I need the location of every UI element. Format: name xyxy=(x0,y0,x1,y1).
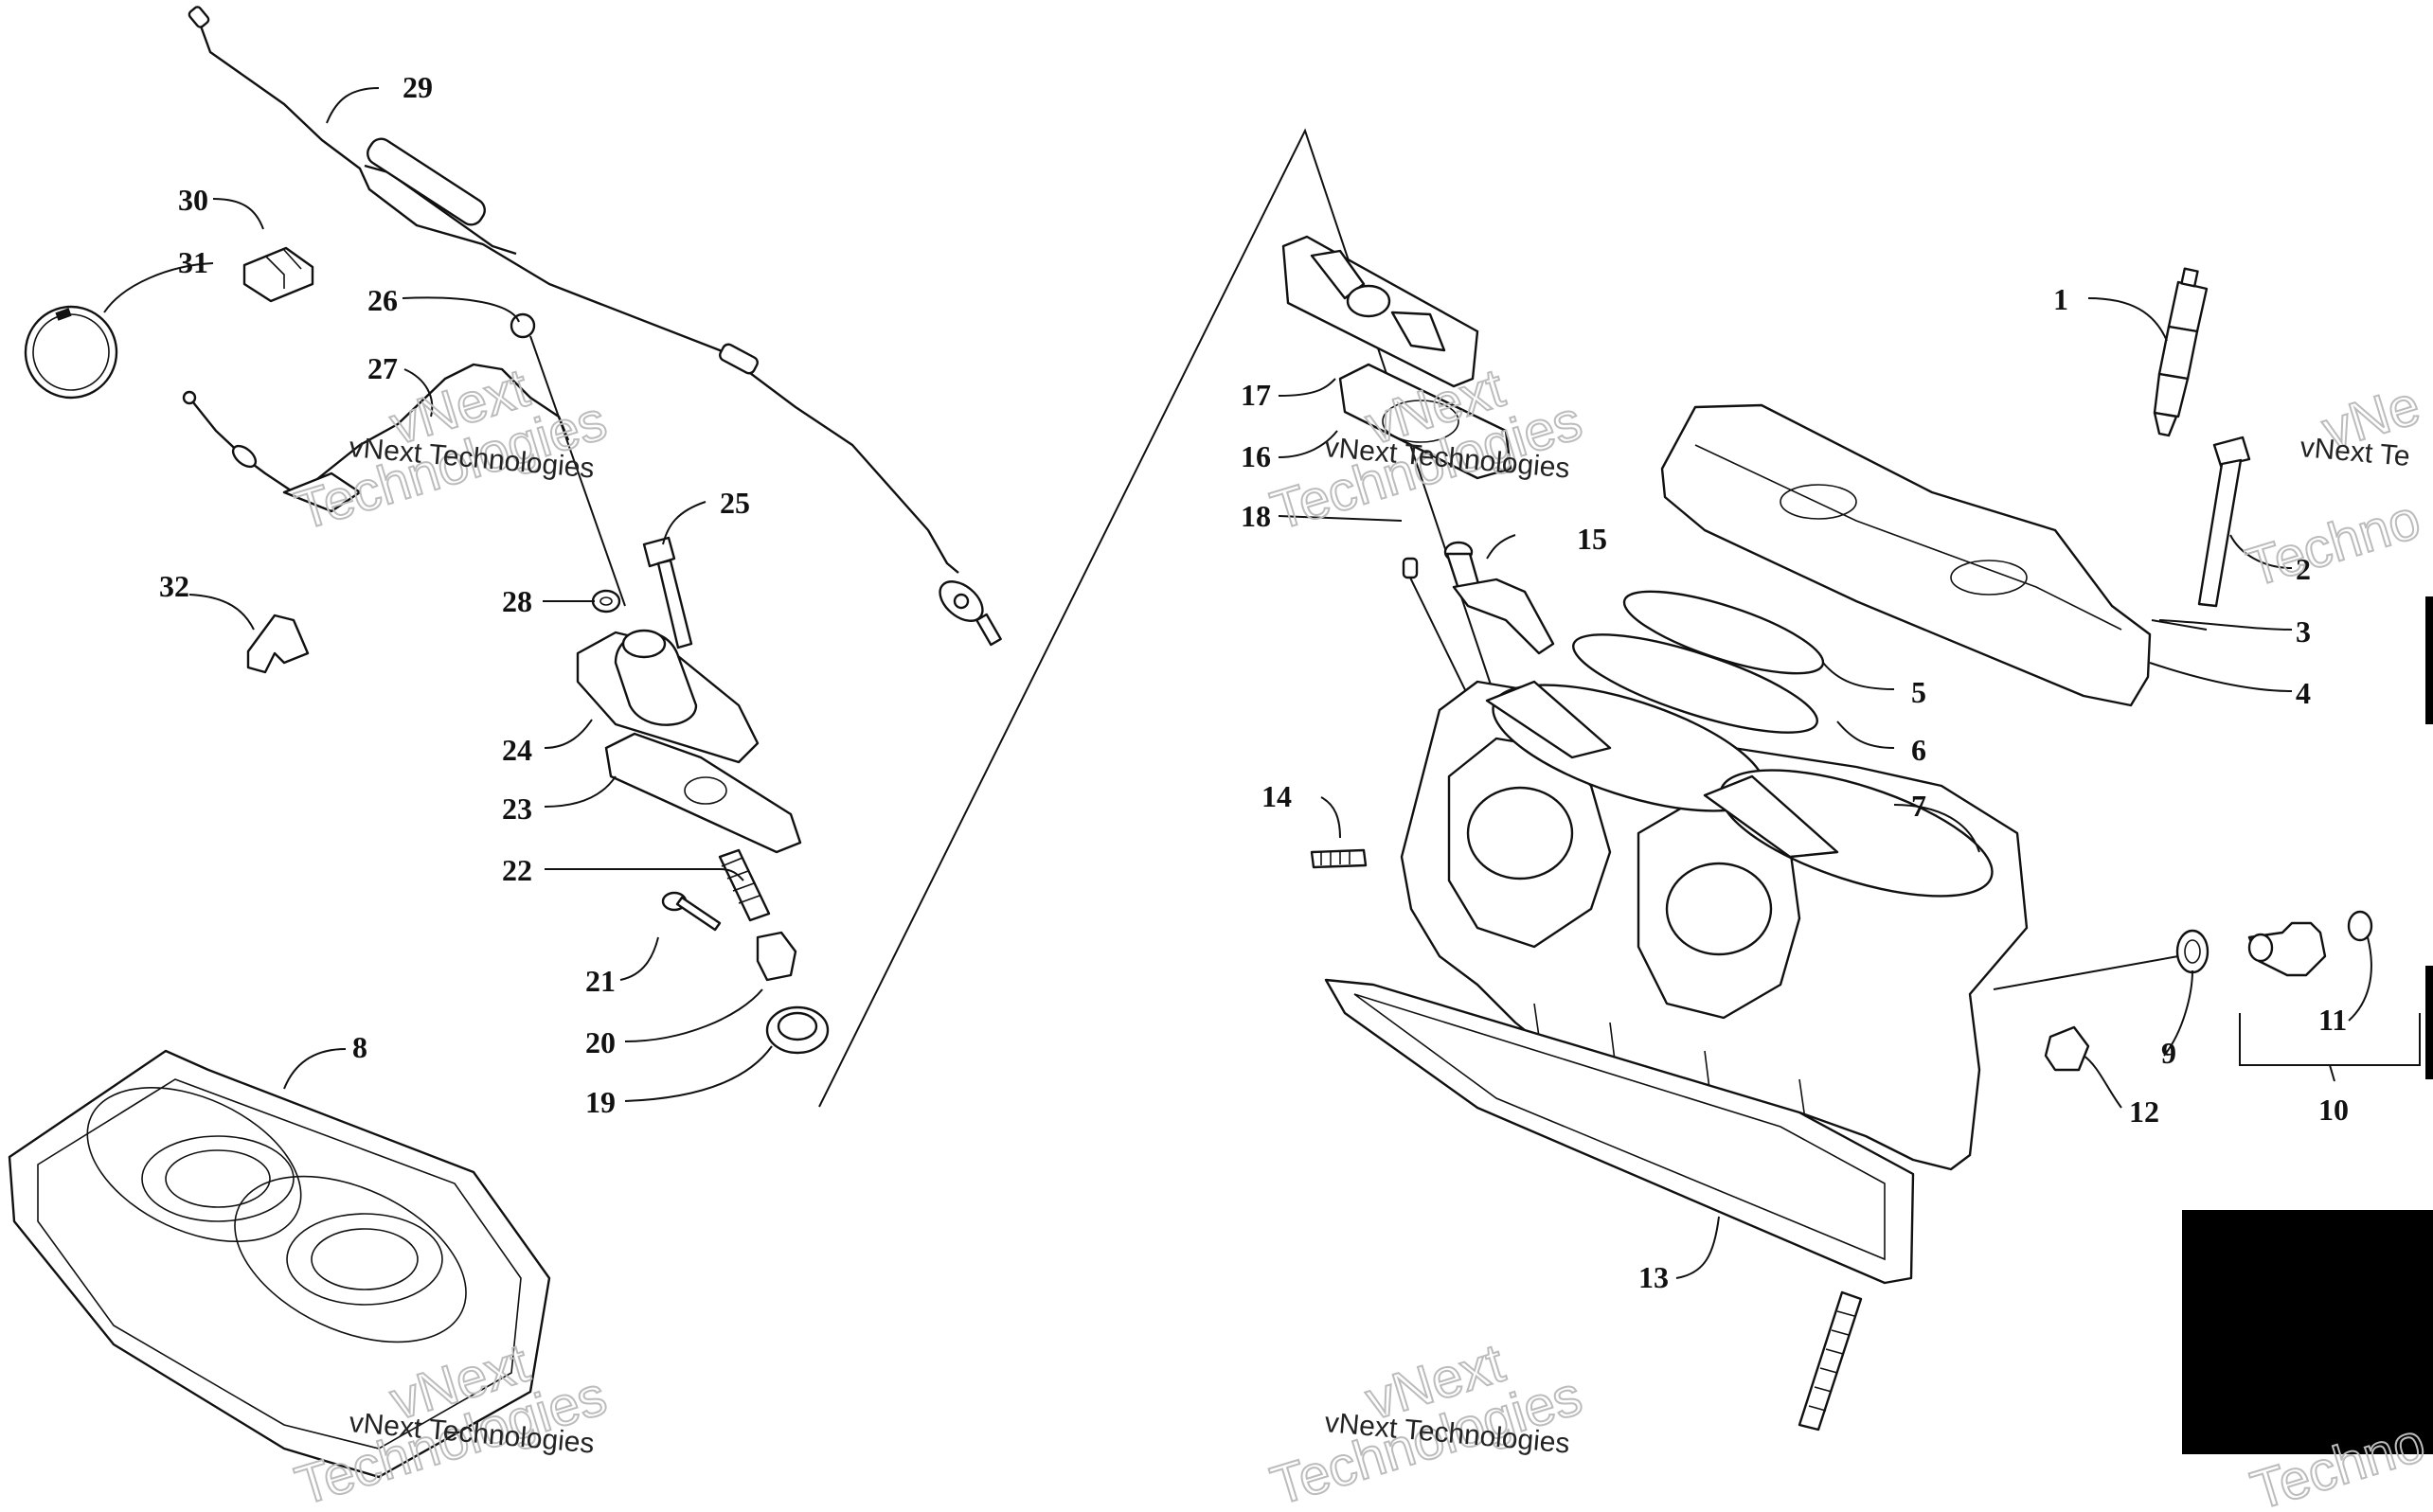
callout-1: 1 xyxy=(2053,282,2068,316)
callout-28: 28 xyxy=(502,584,532,618)
callout-18: 18 xyxy=(1241,499,1271,533)
part-22-spring xyxy=(718,848,771,922)
edge-bar-upper xyxy=(2425,596,2433,724)
callout-15: 15 xyxy=(1577,522,1607,556)
callout-11: 11 xyxy=(2318,1003,2347,1037)
part-18-pin xyxy=(1402,557,1474,706)
callout-24: 24 xyxy=(502,733,532,767)
part-12-nut xyxy=(2044,1025,2090,1072)
part-3-washer xyxy=(2151,619,2208,631)
callout-29: 29 xyxy=(403,70,433,104)
callout-23: 23 xyxy=(502,792,532,826)
lower-stud xyxy=(1798,1290,1863,1432)
watermark-right-edge: vNe Techno vNext Te xyxy=(2239,373,2428,599)
injector-axis-line xyxy=(1993,955,2179,990)
part-13-base-gasket xyxy=(1324,978,1915,1285)
part-9-seal xyxy=(2175,929,2209,974)
callout-19: 19 xyxy=(585,1085,616,1119)
part-6-o-ring xyxy=(1572,633,1818,734)
callout-22: 22 xyxy=(502,853,532,887)
callout-5: 5 xyxy=(1911,675,1926,709)
part-1-spark-plug xyxy=(2153,267,2209,437)
callout-16: 16 xyxy=(1241,439,1271,473)
callout-20: 20 xyxy=(585,1025,616,1059)
callout-2: 2 xyxy=(2296,552,2311,586)
callout-9: 9 xyxy=(2161,1036,2176,1070)
part-19-seal xyxy=(765,1005,830,1055)
part-21-bolt xyxy=(661,891,722,932)
part-10-bracket-stem xyxy=(2329,1064,2335,1082)
callout-13: 13 xyxy=(1638,1260,1669,1294)
part-29-cable xyxy=(188,6,1002,647)
part-10-injector xyxy=(2247,921,2327,977)
part-4-cylinder-head xyxy=(1660,403,2152,707)
part-30-clip xyxy=(242,246,314,303)
part-32-clip xyxy=(246,614,310,674)
part-14-stud xyxy=(1310,848,1368,869)
watermark-edge-line2: Techno xyxy=(2240,489,2427,599)
callout-8: 8 xyxy=(352,1030,367,1064)
part-11-o-ring xyxy=(2347,910,2373,942)
callout-31: 31 xyxy=(178,245,208,279)
part-31-band-clamp xyxy=(24,305,118,400)
part-2-bolt xyxy=(2197,436,2251,608)
part-25-bolt xyxy=(642,536,693,649)
part-24-housing xyxy=(576,629,760,764)
part-20-fitting xyxy=(756,931,797,982)
black-block xyxy=(2182,1210,2433,1454)
callout-27: 27 xyxy=(367,351,398,385)
part-8-gasket-kit xyxy=(8,1049,551,1479)
callout-21: 21 xyxy=(585,964,616,998)
part-27-cable-bracket xyxy=(182,363,570,513)
callout-32: 32 xyxy=(159,569,189,603)
callout-14: 14 xyxy=(1261,779,1292,813)
watermark-bottom-center: vNext Technologies vNext Technologies xyxy=(1263,1331,1590,1512)
callout-4: 4 xyxy=(2296,676,2311,710)
callout-30: 30 xyxy=(178,183,208,217)
part-28-washer xyxy=(591,589,621,614)
part-15-exhaust-valve xyxy=(1443,541,1555,655)
part-23-gasket xyxy=(604,732,802,854)
leader-lines xyxy=(103,87,2372,1279)
callout-10: 10 xyxy=(2318,1093,2349,1127)
section-divider-lines xyxy=(818,128,1495,1108)
part-17-flange xyxy=(1281,235,1479,388)
callout-6: 6 xyxy=(1911,733,1926,767)
edge-bar-lower xyxy=(2425,966,2433,1079)
part-16-gasket xyxy=(1338,363,1512,480)
callout-3: 3 xyxy=(2296,614,2311,649)
callout-17: 17 xyxy=(1241,378,1271,412)
callout-7: 7 xyxy=(1911,789,1926,823)
callout-25: 25 xyxy=(720,486,750,520)
callout-12: 12 xyxy=(2129,1094,2159,1129)
callout-26: 26 xyxy=(367,283,398,317)
callout-labels: 1 2 3 4 5 6 7 8 9 10 11 12 13 14 15 16 1… xyxy=(159,70,2349,1294)
